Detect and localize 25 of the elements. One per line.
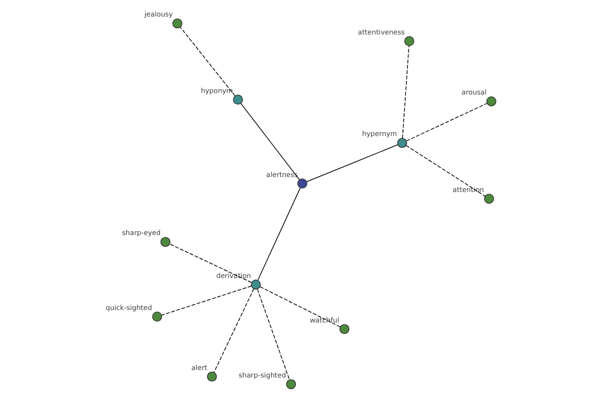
node-circle	[152, 312, 162, 322]
node-circle	[484, 194, 494, 204]
node-circle	[206, 372, 216, 382]
node-circle	[172, 18, 182, 28]
node-circle	[338, 324, 349, 334]
connector	[160, 286, 252, 316]
connector	[402, 45, 409, 139]
connector	[180, 26, 235, 96]
connector	[240, 103, 300, 180]
node-circle	[486, 96, 496, 106]
connector	[405, 145, 485, 197]
node-circle	[296, 178, 307, 188]
connector	[256, 288, 290, 380]
connector	[306, 144, 398, 182]
node-circle	[286, 379, 296, 390]
connector	[168, 244, 252, 283]
connector	[213, 288, 254, 373]
node-circle	[160, 236, 170, 247]
connector	[406, 102, 487, 142]
connector	[256, 187, 300, 281]
connector	[259, 286, 340, 328]
node-circle	[404, 36, 414, 46]
node-circle	[250, 280, 260, 290]
node-circle	[396, 138, 407, 148]
node-circle	[232, 94, 242, 105]
